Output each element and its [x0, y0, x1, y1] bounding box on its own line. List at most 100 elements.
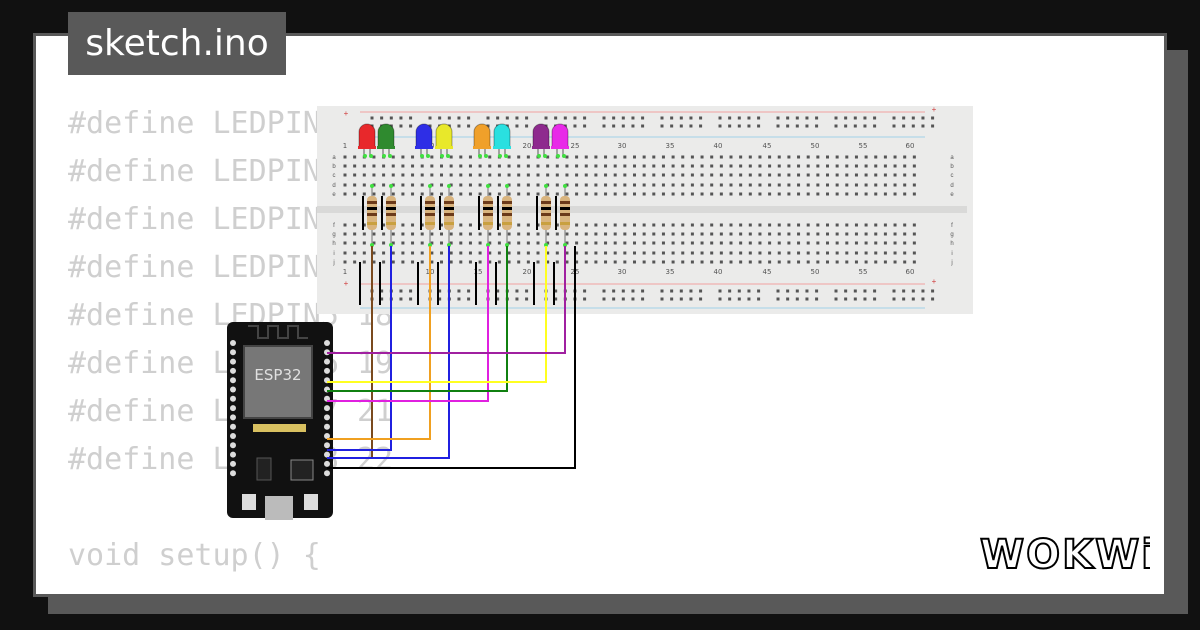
- breadboard-hole: [854, 232, 858, 236]
- breadboard-hole: [430, 241, 434, 245]
- center-channel: [317, 206, 967, 213]
- file-name-tab[interactable]: sketch.ino: [68, 12, 286, 75]
- breadboard-hole: [777, 260, 781, 264]
- led-cyan[interactable]: [493, 123, 511, 158]
- breadboard-hole: [893, 241, 897, 245]
- led-body: [493, 123, 511, 149]
- breadboard-hole: [652, 173, 656, 177]
- pin-indicator: [446, 154, 450, 158]
- breadboard-hole: [652, 164, 656, 168]
- column-number: 40: [714, 268, 723, 276]
- board-pin: [324, 358, 330, 365]
- breadboard-hole: [845, 164, 849, 168]
- breadboard-hole: [382, 192, 386, 196]
- breadboard-hole: [739, 241, 743, 245]
- breadboard-hole: [372, 251, 376, 255]
- breadboard-hole: [565, 173, 569, 177]
- breadboard-hole: [816, 260, 820, 264]
- breadboard[interactable]: 1110101515202025253030353540404545505055…: [317, 105, 973, 314]
- breadboard-hole: [729, 251, 733, 255]
- breadboard-hole: [430, 183, 434, 187]
- breadboard-hole: [768, 192, 772, 196]
- breadboard-hole: [719, 223, 723, 227]
- resistor[interactable]: [555, 184, 570, 247]
- resistor[interactable]: [439, 184, 454, 247]
- breadboard-hole: [854, 164, 858, 168]
- led-orange[interactable]: [473, 123, 491, 158]
- resistor[interactable]: [420, 184, 435, 247]
- rail-hole: [931, 116, 935, 120]
- breadboard-hole: [478, 241, 482, 245]
- breadboard-hole: [748, 183, 752, 187]
- breadboard-hole: [478, 251, 482, 255]
- breadboard-hole: [391, 164, 395, 168]
- breadboard-hole: [854, 260, 858, 264]
- breadboard-hole: [864, 251, 868, 255]
- breadboard-hole: [739, 164, 743, 168]
- rail-hole: [776, 289, 780, 293]
- resistor[interactable]: [536, 184, 551, 247]
- breadboard-hole: [440, 173, 443, 177]
- rail-hole: [834, 297, 838, 301]
- breadboard-hole: [488, 241, 492, 245]
- breadboard-hole: [903, 155, 907, 159]
- breadboard-hole: [623, 260, 627, 264]
- led-green[interactable]: [377, 123, 395, 158]
- breadboard-hole: [883, 173, 887, 177]
- rail-hole: [786, 116, 790, 120]
- breadboard-hole: [633, 223, 636, 227]
- breadboard-hole: [710, 164, 714, 168]
- row-letter: c: [951, 173, 954, 179]
- breadboard-hole: [748, 260, 752, 264]
- antenna-trace: [248, 325, 308, 339]
- led-purple[interactable]: [532, 123, 550, 158]
- breadboard-hole: [806, 260, 810, 264]
- breadboard-hole: [681, 241, 685, 245]
- breadboard-hole: [739, 155, 743, 159]
- pin-indicator: [562, 154, 566, 158]
- breadboard-hole: [507, 183, 511, 187]
- led-red[interactable]: [358, 123, 376, 158]
- resistor[interactable]: [478, 184, 493, 247]
- led-blue[interactable]: [415, 123, 433, 158]
- breadboard-hole: [459, 192, 463, 196]
- breadboard-hole: [690, 173, 694, 177]
- breadboard-hole: [420, 251, 424, 255]
- rail-hole: [467, 116, 471, 120]
- breadboard-hole: [903, 183, 907, 187]
- resistor[interactable]: [497, 184, 512, 247]
- breadboard-hole: [777, 232, 781, 236]
- board-pin: [230, 460, 236, 467]
- breadboard-hole: [845, 223, 849, 227]
- breadboard-hole: [739, 232, 743, 236]
- led-magenta[interactable]: [551, 123, 569, 158]
- breadboard-hole: [806, 164, 810, 168]
- breadboard-hole: [623, 155, 627, 159]
- breadboard-hole: [517, 173, 521, 177]
- resistor[interactable]: [362, 184, 377, 247]
- breadboard-hole: [623, 223, 627, 227]
- breadboard-hole: [787, 164, 791, 168]
- rail-hole: [699, 116, 703, 120]
- breadboard-hole: [430, 251, 434, 255]
- rail-hole: [544, 116, 548, 120]
- rail-hole: [747, 116, 751, 120]
- breadboard-hole: [768, 164, 772, 168]
- rail-hole: [612, 289, 616, 293]
- pin-indicator: [486, 184, 490, 188]
- column-number: 60: [906, 268, 915, 276]
- breadboard-hole: [835, 155, 839, 159]
- esp32-board[interactable]: ESP32: [227, 322, 333, 520]
- rail-hole: [679, 116, 683, 120]
- breadboard-hole: [517, 192, 521, 196]
- rail-hole: [873, 297, 877, 301]
- breadboard-hole: [555, 164, 559, 168]
- breadboard-hole: [661, 183, 665, 187]
- led-yellow[interactable]: [435, 123, 453, 158]
- breadboard-hole: [835, 173, 839, 177]
- breadboard-hole: [797, 241, 801, 245]
- pin-indicator: [563, 184, 567, 188]
- breadboard-hole: [642, 183, 646, 187]
- rail-hole: [525, 289, 529, 293]
- rail-hole: [805, 297, 809, 301]
